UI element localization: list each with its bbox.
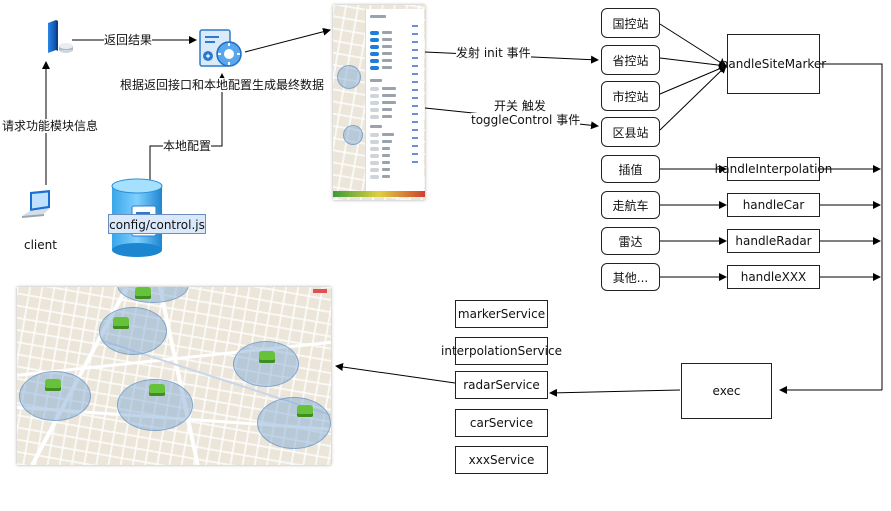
radar-service-box: radarService — [455, 371, 548, 399]
handle-xxx-box: handleXXX — [727, 265, 820, 289]
site-marker-icon — [135, 287, 151, 299]
client-label: client — [24, 238, 57, 252]
settings-document-icon — [198, 26, 244, 72]
control-panel-screenshot — [333, 5, 425, 200]
handle-radar-box: handleRadar — [727, 229, 820, 253]
site-city: 市控站 — [601, 81, 660, 111]
module-interpolation: 插值 — [601, 155, 660, 183]
module-radar: 雷达 — [601, 227, 660, 255]
map-result-screenshot — [17, 287, 331, 465]
module-car: 走航车 — [601, 191, 660, 219]
site-marker-icon — [149, 384, 165, 396]
marker-service-box: markerService — [455, 300, 548, 328]
exec-box: exec — [681, 363, 772, 419]
server-icon — [44, 20, 74, 56]
init-event-label: 发射 init 事件 — [456, 46, 531, 60]
site-county: 区县站 — [601, 117, 660, 147]
site-provincial: 省控站 — [601, 45, 660, 75]
toggle-event-label-2: toggleControl 事件 — [471, 113, 581, 127]
laptop-icon — [20, 190, 56, 224]
toggle-event-label-1: 开关 触发 — [494, 99, 546, 113]
site-marker-icon — [297, 405, 313, 417]
merge-data-label: 根据返回接口和本地配置生成最终数据 — [120, 78, 325, 92]
to-panel-arrow — [244, 27, 331, 53]
interpolation-service-box: interpolationService — [441, 337, 562, 365]
handle-site-marker-box: handleSiteMarker — [721, 34, 826, 94]
local-config-label: 本地配置 — [163, 139, 212, 153]
site-marker-icon — [259, 351, 275, 363]
site-marker-icon — [113, 317, 129, 329]
xxx-service-box: xxxService — [455, 446, 548, 474]
handle-interpolation-box: handleInterpolation — [715, 157, 832, 181]
site-national: 国控站 — [601, 8, 660, 38]
car-service-box: carService — [455, 409, 548, 437]
site-marker-icon — [45, 379, 61, 391]
handle-car-box: handleCar — [727, 193, 820, 217]
module-other: 其他... — [601, 263, 660, 291]
request-module-label: 请求功能模块信息 — [2, 119, 99, 133]
config-file-label: config/control.js — [108, 214, 206, 234]
return-result-label: 返回结果 — [104, 33, 153, 47]
